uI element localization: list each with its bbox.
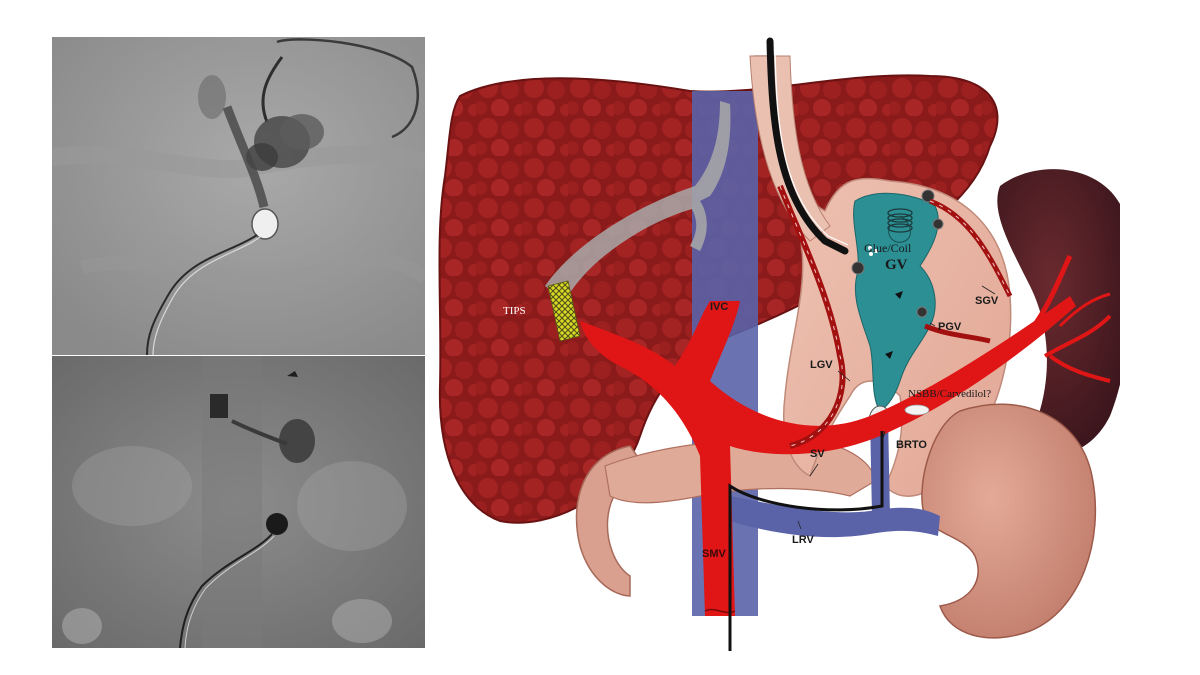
gastric-varix — [853, 192, 939, 412]
label-pgv: PGV — [938, 321, 962, 333]
label-smv: SMV — [702, 548, 727, 560]
fluoroscopy-image-bottom — [52, 356, 425, 648]
label-brto: BRTO — [896, 439, 927, 451]
label-sv: SV — [810, 448, 825, 460]
anatomical-illustration: TIPS IVC Glue/Coil GV SGV PGV LGV NSBB/C… — [438, 37, 1120, 651]
label-sgv: SGV — [975, 295, 999, 307]
label-glue-coil: Glue/Coil — [864, 241, 912, 255]
tips-stent — [547, 280, 581, 342]
tips-shunt — [545, 101, 731, 301]
label-ivc: IVC — [710, 301, 728, 313]
label-lgv: LGV — [810, 359, 833, 371]
endoscope — [766, 37, 849, 255]
pill-icon — [904, 404, 930, 416]
portal-vein — [580, 296, 1076, 616]
kidney — [921, 403, 1097, 639]
label-tips: TIPS — [503, 305, 526, 317]
label-nsbb: NSBB/Carvedilol? — [908, 388, 991, 400]
label-gv: GV — [885, 257, 908, 273]
label-lrv: LRV — [792, 534, 814, 546]
fluoroscopy-image-top — [52, 37, 425, 355]
brto-vessel — [870, 416, 890, 516]
coil-icon — [887, 208, 913, 233]
left-renal-vein — [730, 496, 940, 538]
